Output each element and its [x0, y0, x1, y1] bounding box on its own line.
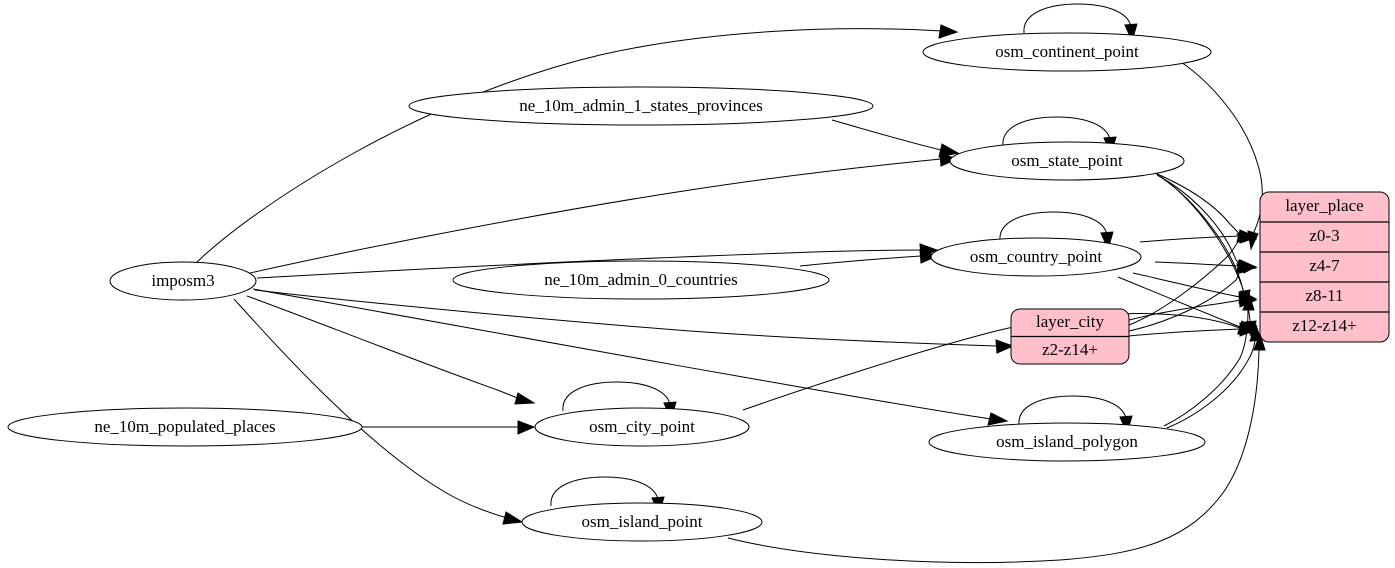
edge-imposm3-to-osm-continent-point [195, 24, 959, 264]
edge-osm-state-point-to-layer-place-z4-7 [1156, 174, 1258, 273]
edge-osm-continent-point-to-layer-place-z0-3 [1180, 61, 1263, 251]
edge-ne-countries-to-osm-country-point [799, 249, 939, 267]
edge-self-loop-osm-continent-point [1023, 3, 1138, 43]
node-osm-island-polygon-label: osm_island_polygon [996, 432, 1138, 451]
node-ne-countries-label: ne_10m_admin_0_countries [544, 270, 738, 289]
edge-osm-city-point-to-layer-place-z12 [742, 313, 1258, 411]
edge-imposm3-to-osm-island-point [233, 298, 524, 525]
node-osm-island-point-label: osm_island_point [582, 512, 703, 531]
node-osm-island-polygon[interactable]: osm_island_polygon [928, 422, 1206, 462]
node-imposm3[interactable]: imposm3 [109, 261, 257, 301]
record-layer-place-row-z8-11[interactable]: z8-11 [1305, 286, 1343, 305]
edge-osm-island-point-to-layer-place-z12 [727, 332, 1266, 564]
record-layer: layer_city z2-z14+ layer_place z0-3 z4-7… [1010, 191, 1390, 365]
record-layer-city[interactable]: layer_city z2-z14+ [1010, 308, 1130, 365]
node-osm-city-point-label: osm_city_point [589, 417, 695, 436]
record-layer-city-title: layer_city [1036, 312, 1104, 331]
node-ne-10m-admin-1-states-provinces[interactable]: ne_10m_admin_1_states_provinces [408, 86, 874, 126]
node-ne-10m-admin-0-countries[interactable]: ne_10m_admin_0_countries [452, 260, 830, 300]
edge-self-loop-osm-country-point [999, 211, 1114, 251]
node-osm-continent-point-label: osm_continent_point [995, 42, 1139, 61]
edge-osm-state-point-to-layer-place-z8-11 [1158, 175, 1251, 310]
record-layer-place-row-z4-7[interactable]: z4-7 [1309, 256, 1340, 275]
node-osm-state-point-label: osm_state_point [1011, 151, 1123, 170]
edge-imposm3-to-layer-city [254, 289, 1015, 354]
node-ne-states-label: ne_10m_admin_1_states_provinces [519, 96, 763, 115]
edge-ne-states-to-osm-state-point [831, 119, 960, 158]
edge-ne-populated-to-osm-city-point [362, 420, 536, 435]
record-layer-place[interactable]: layer_place z0-3 z4-7 z8-11 z12-z14+ [1259, 191, 1390, 343]
edge-imposm3-to-osm-island-polygon [252, 288, 1009, 426]
record-layer-place-title: layer_place [1285, 196, 1363, 215]
edge-layer-city-to-layer-place-z8-11 [1128, 293, 1258, 321]
node-osm-country-point[interactable]: osm_country_point [930, 237, 1142, 277]
edge-osm-island-polygon-to-layer-place-z12 [1166, 323, 1262, 429]
record-layer-city-row-z2[interactable]: z2-z14+ [1042, 340, 1098, 359]
edge-imposm3-to-osm-state-point [249, 152, 959, 274]
node-osm-city-point[interactable]: osm_city_point [534, 407, 750, 447]
edge-layer-city-to-layer-place-z12 [1128, 322, 1258, 337]
node-osm-state-point[interactable]: osm_state_point [949, 141, 1185, 181]
edge-layer-city-to-layer-place-z4-7 [1128, 263, 1257, 332]
node-layer: imposm3 ne_10m_admin_1_states_provinces … [7, 32, 1212, 542]
node-ne-populated-label: ne_10m_populated_places [94, 417, 275, 436]
node-osm-continent-point[interactable]: osm_continent_point [922, 32, 1212, 72]
edge-layer-city-to-layer-place-z0-3 [1128, 233, 1257, 326]
node-imposm3-label: imposm3 [151, 271, 214, 290]
node-osm-island-point[interactable]: osm_island_point [521, 502, 763, 542]
edge-layer [195, 3, 1266, 564]
edge-imposm3-to-osm-city-point [246, 295, 536, 405]
record-layer-place-row-z12[interactable]: z12-z14+ [1292, 316, 1356, 335]
node-ne-10m-populated-places[interactable]: ne_10m_populated_places [7, 407, 363, 447]
node-osm-country-point-label: osm_country_point [970, 247, 1102, 266]
record-layer-place-row-z0-3[interactable]: z0-3 [1309, 226, 1339, 245]
